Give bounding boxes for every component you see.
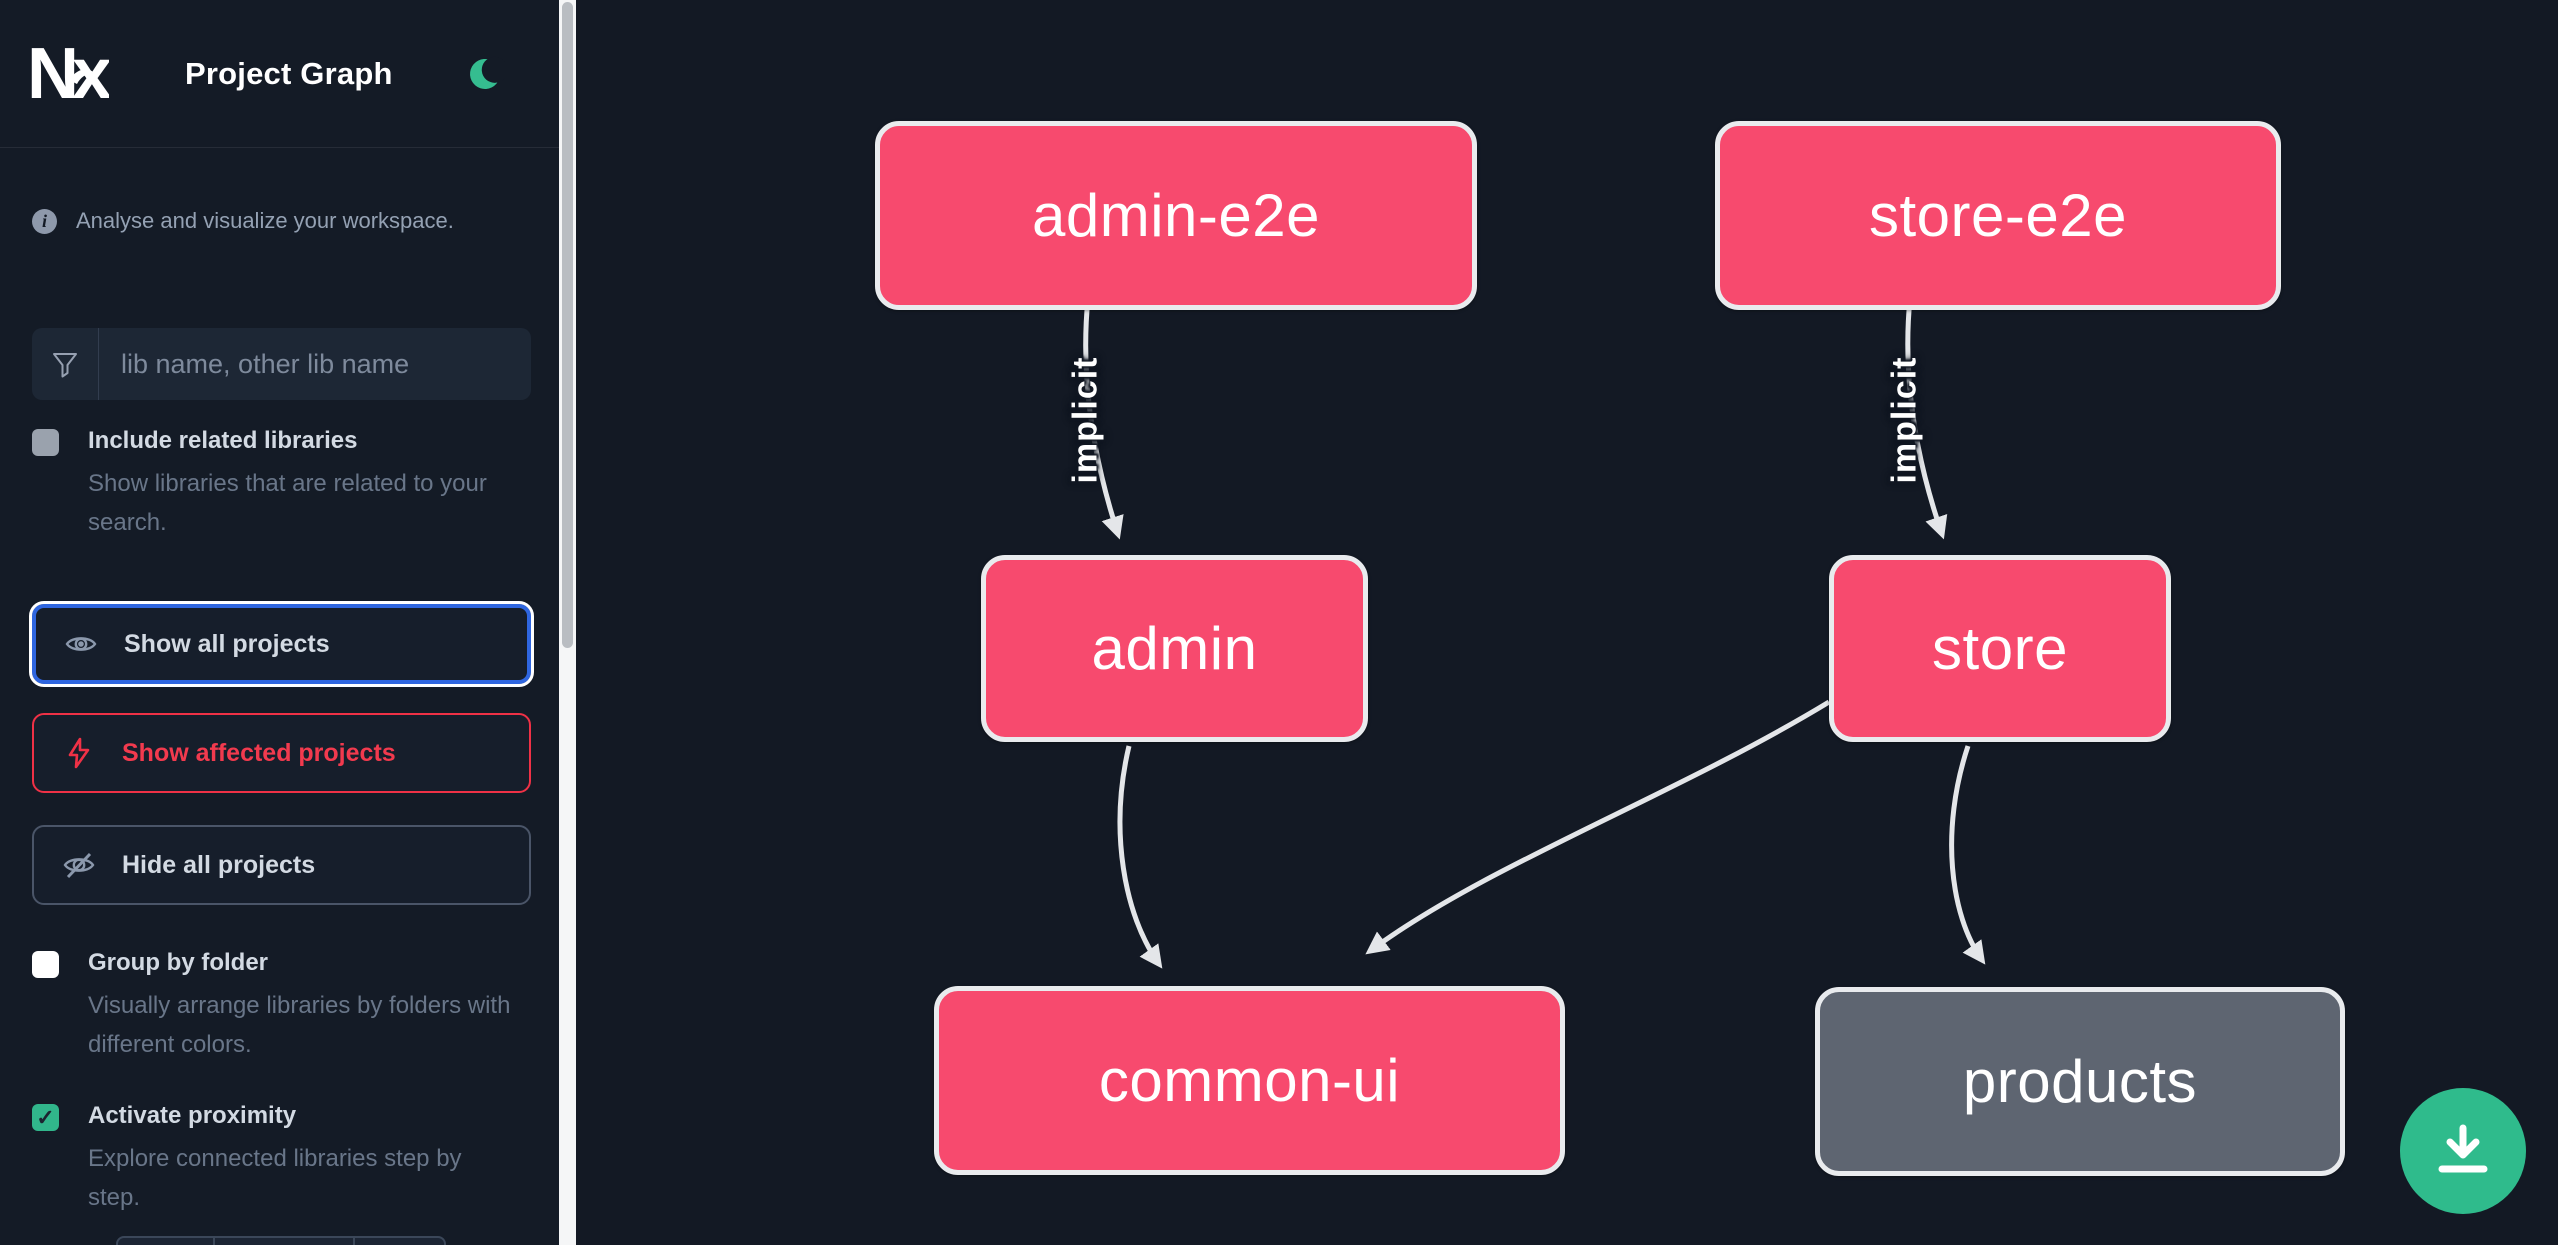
moon-icon: [470, 56, 508, 89]
funnel-icon: [32, 328, 99, 400]
node-common-ui[interactable]: common-ui: [934, 986, 1565, 1175]
node-store-e2e[interactable]: store-e2e: [1715, 121, 2281, 310]
svg-text:Nx: Nx: [31, 42, 109, 106]
include-related-checkbox[interactable]: [32, 429, 59, 456]
edge-store-to-products: [1949, 745, 1986, 965]
activate-proximity-checkbox[interactable]: ✓: [32, 1104, 59, 1131]
group-by-folder-checkbox[interactable]: [32, 951, 59, 978]
edge-admin-to-common-ui: [1117, 745, 1163, 969]
activate-proximity-label: Activate proximity: [88, 1102, 297, 1129]
sidebar: Nx Project Graph i Analyse and visualize…: [0, 0, 559, 1245]
include-related-label: Include related libraries: [88, 427, 358, 454]
include-related-row: Include related libraries Show libraries…: [0, 427, 559, 542]
show-affected-projects-label: Show affected projects: [122, 738, 396, 767]
save-image-button[interactable]: [2400, 1088, 2526, 1214]
check-icon: ✓: [36, 1104, 55, 1130]
hide-all-projects-label: Hide all projects: [122, 850, 316, 879]
stepper-value: [213, 1236, 355, 1245]
group-by-folder-description: Visually arrange libraries by folders wi…: [88, 992, 511, 1058]
show-affected-projects-button[interactable]: Show affected projects: [32, 713, 531, 793]
node-products[interactable]: products: [1815, 987, 2345, 1176]
proximity-depth-stepper[interactable]: [116, 1236, 446, 1245]
download-icon: [2438, 1124, 2488, 1173]
node-admin[interactable]: admin: [981, 555, 1368, 742]
info-icon: i: [32, 208, 57, 234]
workspace-info: i Analyse and visualize your workspace.: [0, 208, 559, 234]
lightning-icon: [62, 736, 96, 770]
scrollbar-thumb[interactable]: [562, 2, 573, 648]
filter-input[interactable]: [99, 328, 531, 400]
include-related-description: Show libraries that are related to your …: [88, 470, 487, 536]
stepper-increment[interactable]: [355, 1236, 446, 1245]
node-admin-e2e[interactable]: admin-e2e: [875, 121, 1477, 310]
activate-proximity-description: Explore connected libraries step by step…: [88, 1145, 462, 1211]
workspace-info-text: Analyse and visualize your workspace.: [76, 208, 454, 233]
edge-store-to-common-ui: [1365, 699, 1831, 955]
eye-icon: [64, 627, 98, 661]
sidebar-scrollbar[interactable]: [559, 0, 576, 1245]
group-by-folder-row: Group by folder Visually arrange librari…: [0, 949, 559, 1064]
node-store[interactable]: store: [1829, 555, 2171, 742]
page-title: Project Graph: [185, 55, 393, 91]
stepper-decrement[interactable]: [116, 1236, 213, 1245]
sidebar-header: Nx Project Graph: [0, 0, 559, 148]
hide-all-projects-button[interactable]: Hide all projects: [32, 825, 531, 905]
activate-proximity-row: ✓ Activate proximity Explore connected l…: [0, 1102, 559, 1217]
project-filter: [32, 328, 531, 400]
nx-logo: Nx: [31, 42, 109, 106]
show-all-projects-button[interactable]: Show all projects: [29, 601, 534, 687]
dark-mode-toggle[interactable]: [465, 54, 508, 94]
group-by-folder-label: Group by folder: [88, 949, 268, 976]
show-all-projects-label: Show all projects: [124, 629, 330, 658]
eye-off-icon: [62, 848, 96, 882]
